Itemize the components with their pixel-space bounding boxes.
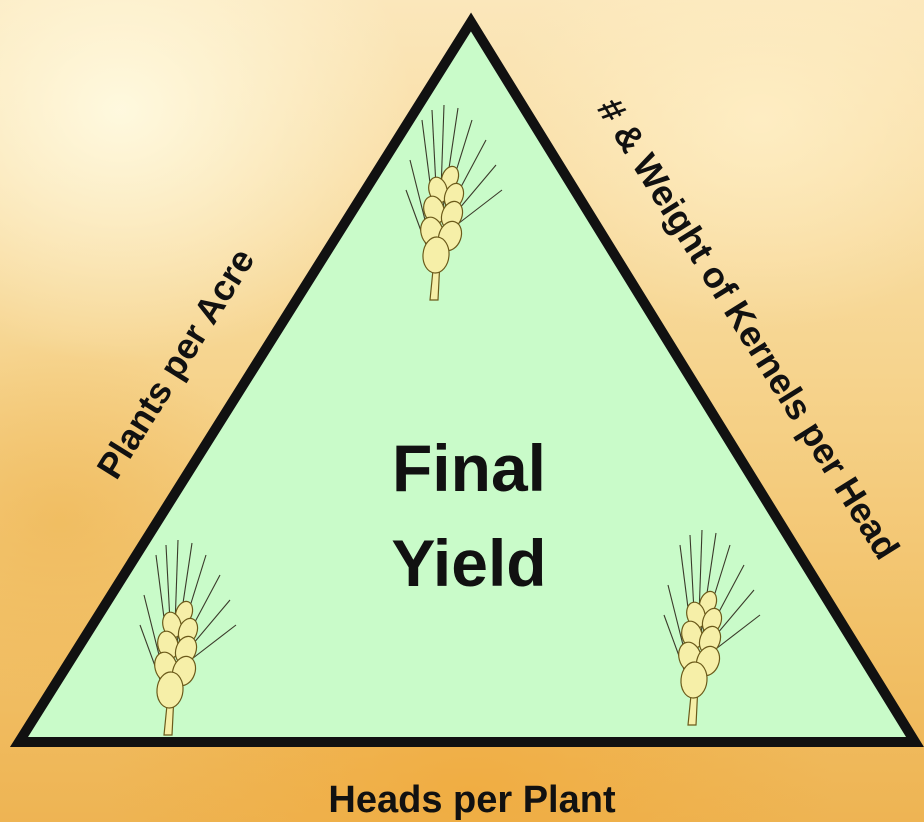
bottom-side-label: Heads per Plant — [328, 779, 616, 821]
center-title-line2: Yield — [391, 526, 546, 600]
center-title-line1: Final — [392, 431, 546, 505]
